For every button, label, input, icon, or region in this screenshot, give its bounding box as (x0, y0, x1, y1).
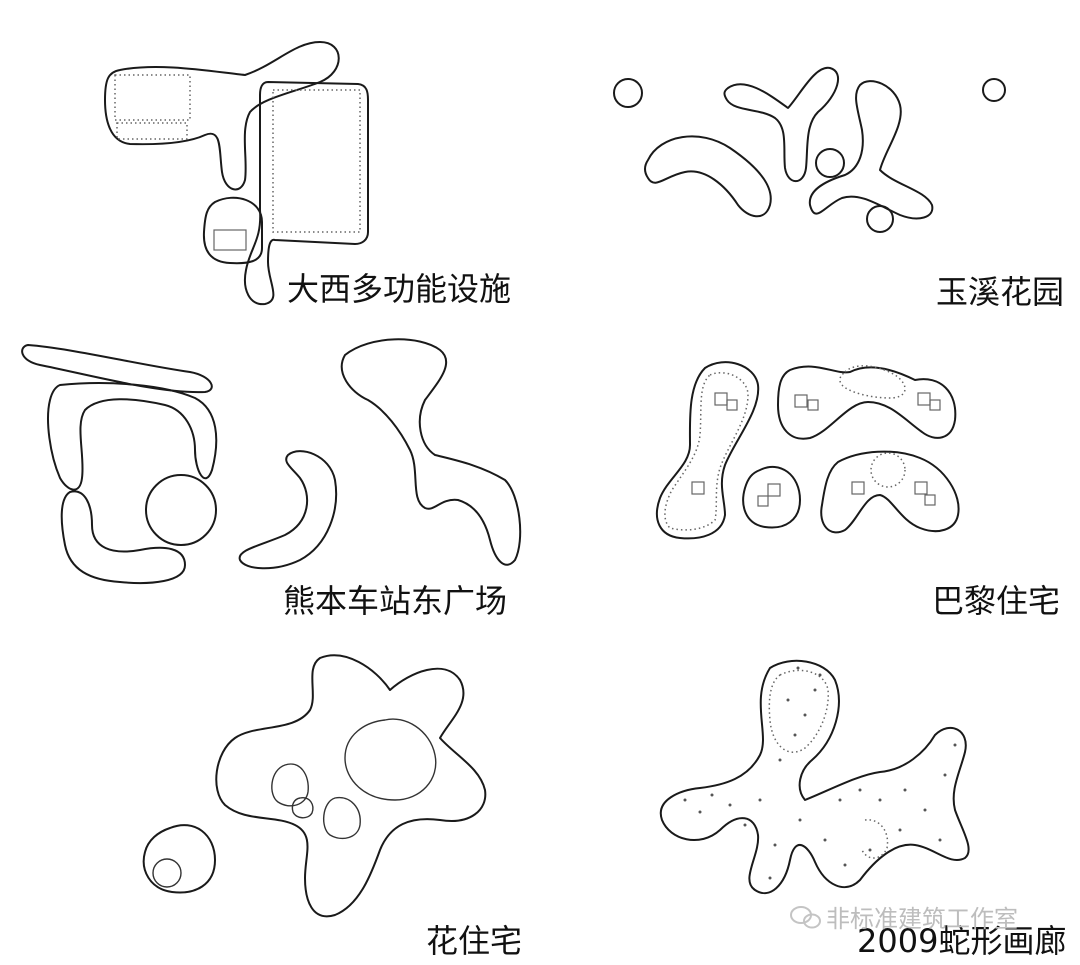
blob-small-circle (142, 824, 216, 894)
dotted-room-2 (116, 122, 188, 140)
caption-kumamoto: 熊本车站东广场 (283, 582, 507, 620)
panel-omishi-facility (104, 41, 369, 306)
blob-left-plan (104, 41, 340, 191)
blob-bottom-arch (820, 450, 960, 534)
caption-serpentine: 2009蛇形画廊 (857, 922, 1066, 960)
blob-left-arch (47, 382, 218, 491)
circle-plaza (145, 474, 217, 546)
blob-top-arch (777, 365, 957, 440)
wechat-icon (790, 906, 821, 929)
panel-paris-house (655, 361, 960, 540)
caption-yuxi: 玉溪花园 (936, 273, 1064, 311)
blob-y-shape (723, 66, 839, 183)
panel-serpentine-2009 (659, 659, 970, 895)
circle-large (344, 718, 437, 801)
panel-flower-house (142, 654, 487, 918)
speckles (683, 666, 957, 880)
blob-bottom-hook (60, 490, 186, 585)
caption-omishi: 大西多功能设施 (287, 270, 511, 308)
blob-lambda (808, 80, 934, 220)
blob-right-path (340, 338, 522, 566)
circle-2 (982, 78, 1006, 102)
blob-crescent (238, 450, 337, 570)
dotted-hall (272, 89, 361, 233)
dotted-room-1 (114, 74, 191, 121)
panel-kumamoto-plaza (21, 338, 522, 585)
blob-arc (644, 135, 772, 218)
circle-1 (613, 78, 643, 108)
caption-paris: 巴黎住宅 (932, 582, 1060, 620)
caption-flower: 花住宅 (426, 922, 522, 960)
small-room (213, 229, 247, 251)
watermark-text: 非标准建筑工作室 (826, 905, 1018, 933)
blob-small-bottom (202, 196, 263, 265)
blob-flower-star (215, 654, 487, 918)
circle-3 (815, 148, 845, 178)
blob-tall-left (655, 361, 760, 540)
blob-serpentine (659, 659, 970, 895)
blob-top-bar (21, 344, 213, 394)
blob-small-mid (742, 465, 801, 529)
panel-yuxi-garden (613, 66, 1006, 233)
